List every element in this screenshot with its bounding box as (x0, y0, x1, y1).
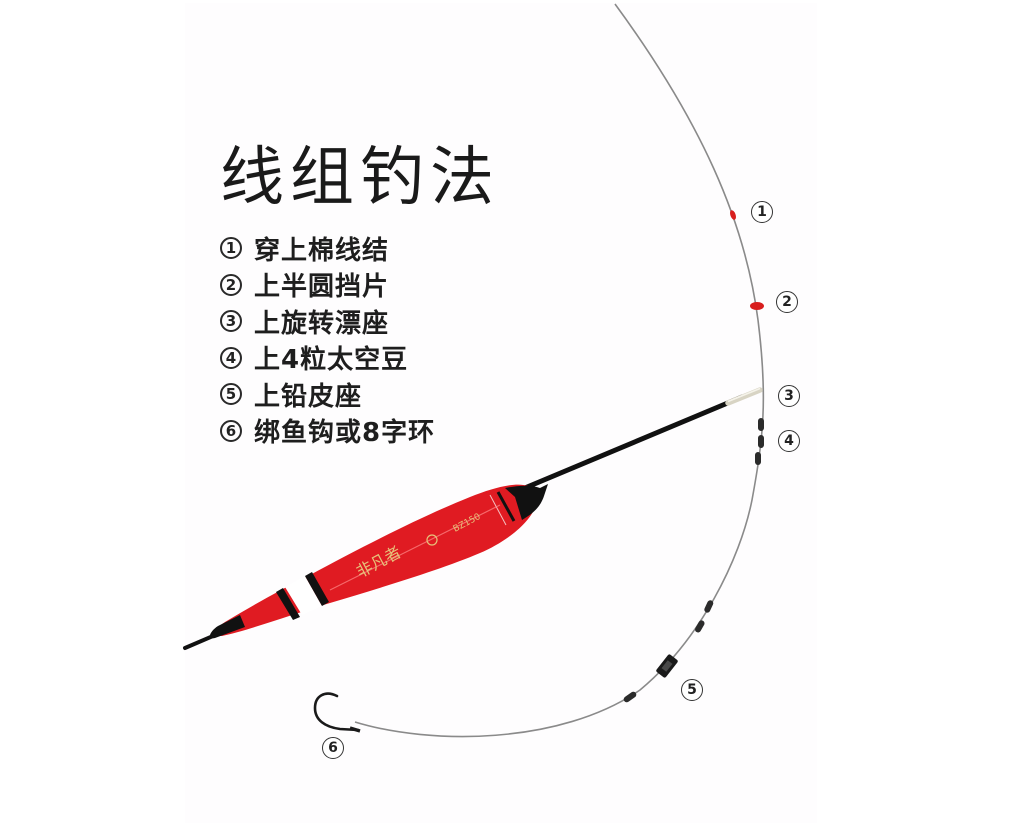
callout-2-stopper: 2 (776, 291, 798, 313)
space-bean-icon (623, 691, 637, 703)
step-item: 6 绑鱼钩或8字环 (220, 413, 435, 450)
cotton-knot-icon (730, 210, 736, 220)
step-number-badge: 3 (220, 310, 242, 333)
float-bottom-stem (183, 631, 222, 650)
hook-icon (313, 692, 360, 732)
step-number-badge: 2 (220, 273, 242, 296)
rotating-float-seat-icon (725, 387, 763, 406)
steps-list: 1 穿上棉线结 2 上半圆挡片 3 上旋转漂座 4 上4粒太空豆 5 上铅皮座 … (220, 230, 435, 449)
float-body: 非凡者 BZ150 (209, 484, 548, 639)
callout-6-hook: 6 (322, 737, 344, 759)
callout-3-float-seat: 3 (778, 385, 800, 407)
step-item: 1 穿上棉线结 (220, 230, 435, 267)
space-bean-icon (704, 600, 714, 613)
half-round-stopper-icon (750, 302, 764, 310)
step-text: 上旋转漂座 (254, 308, 390, 339)
space-beans-icon (755, 418, 764, 465)
step-text: 穿上棉线结 (254, 235, 390, 266)
step-item: 3 上旋转漂座 (220, 303, 435, 340)
lead-sinker-seat-icon (656, 654, 678, 678)
hook-eye (349, 726, 361, 733)
step-text: 绑鱼钩或8字环 (254, 418, 436, 449)
step-text: 上铅皮座 (254, 381, 363, 412)
fishing-line (354, 3, 765, 738)
callout-1-cotton-knot: 1 (751, 201, 773, 223)
float-antenna (517, 394, 745, 493)
step-number-badge: 5 (220, 383, 242, 406)
step-number-badge: 4 (220, 346, 242, 369)
step-item: 5 上铅皮座 (220, 376, 435, 413)
step-text: 上半圆挡片 (254, 272, 390, 303)
step-number-badge: 6 (220, 419, 242, 442)
step-item: 4 上4粒太空豆 (220, 340, 435, 377)
diagram-panel (185, 3, 817, 823)
seat-highlight (727, 387, 761, 403)
page-title: 线组钓法 (220, 141, 500, 215)
step-text: 上4粒太空豆 (254, 345, 409, 376)
space-bean-icon (695, 620, 705, 633)
callout-4-space-beans: 4 (778, 430, 800, 452)
callout-5-sinker-seat: 5 (681, 679, 703, 701)
step-item: 2 上半圆挡片 (220, 267, 435, 304)
step-number-badge: 1 (220, 237, 242, 260)
